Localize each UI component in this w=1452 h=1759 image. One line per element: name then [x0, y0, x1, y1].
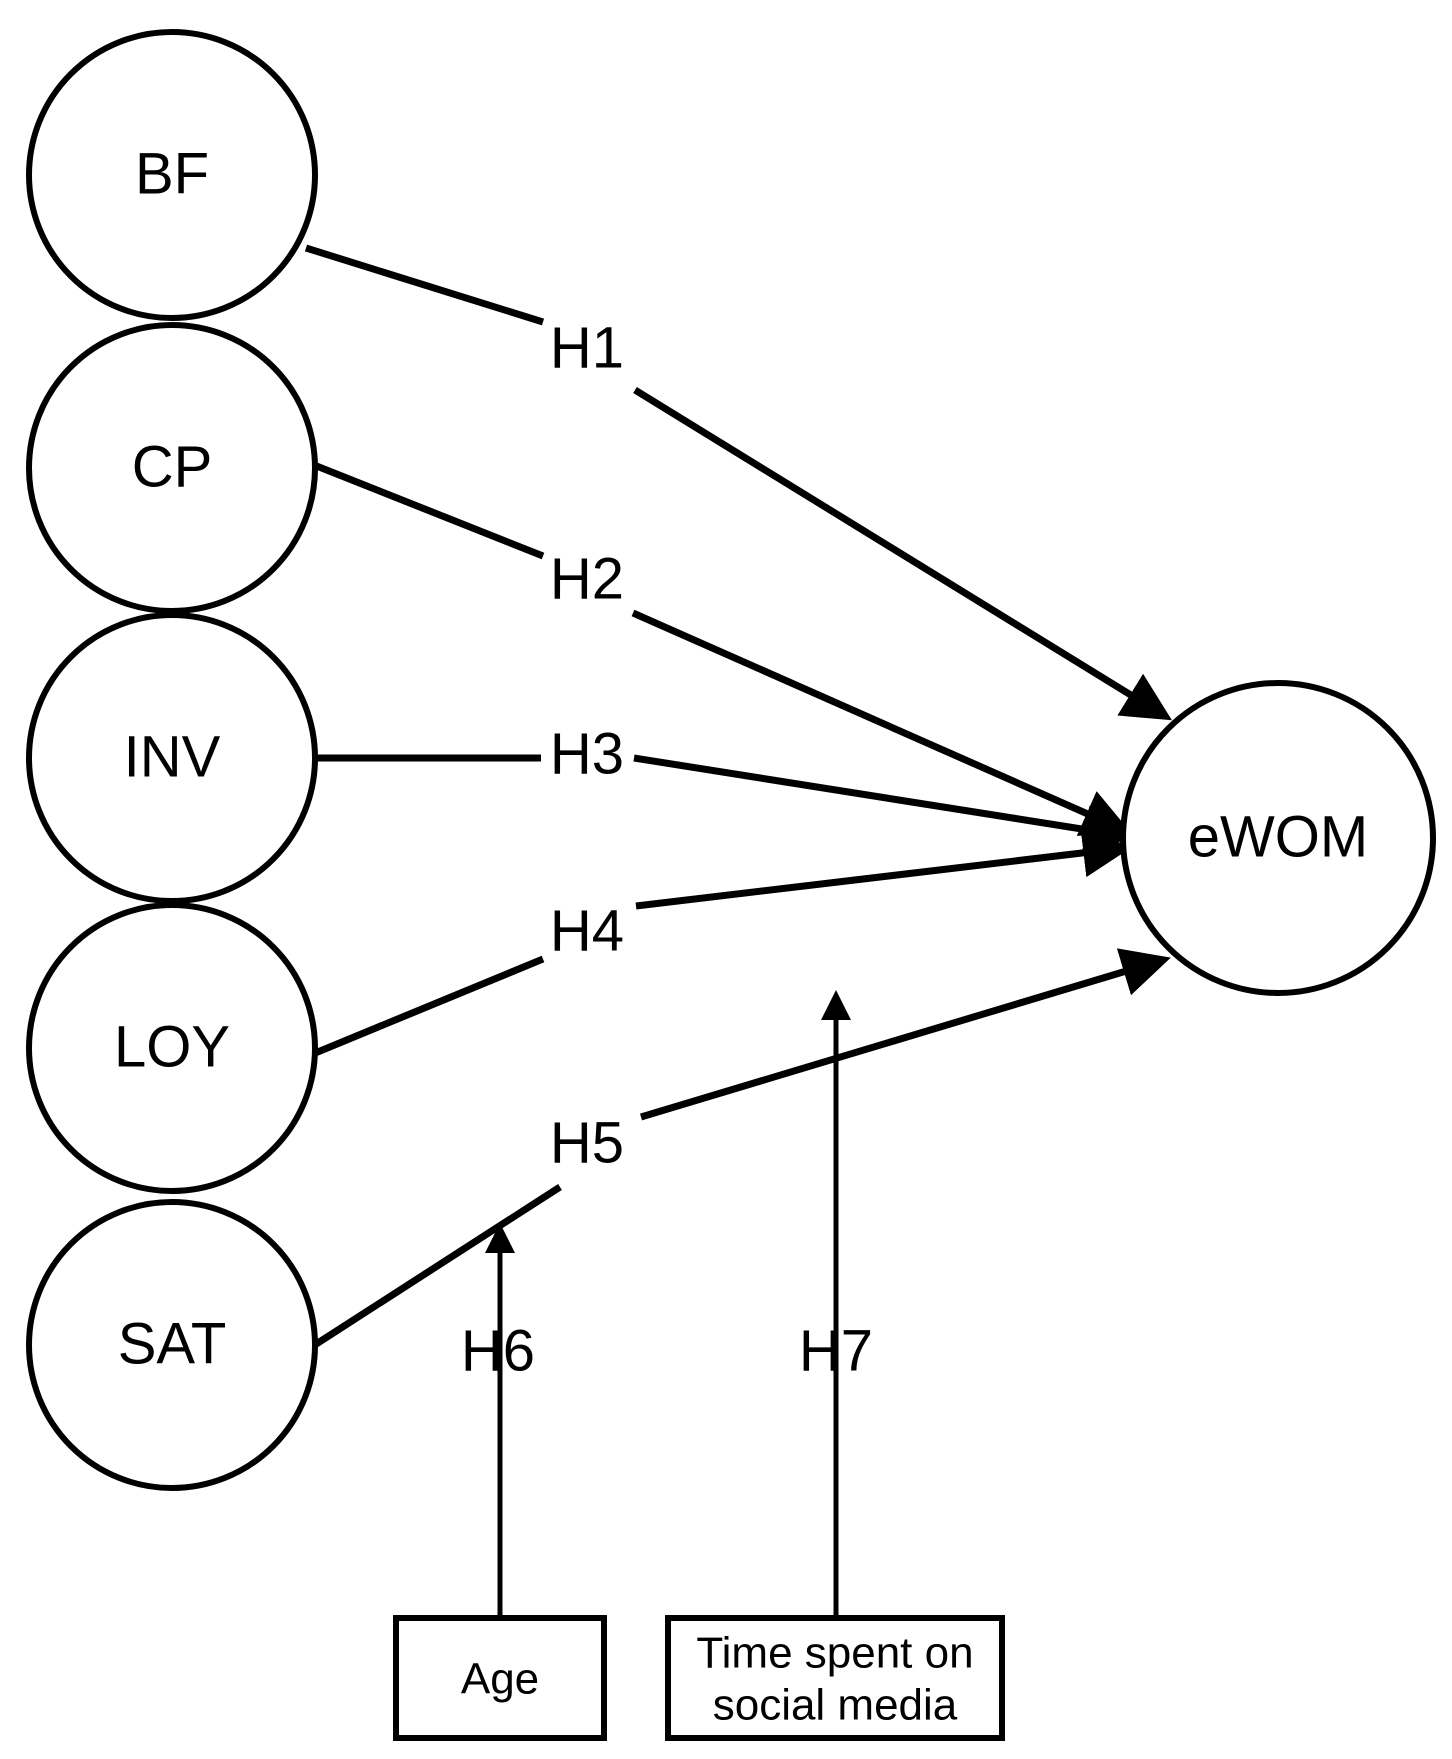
edge-h2-to-ewom-arrow [631, 609, 1132, 836]
moderator-node-age[interactable]: Age [393, 1615, 607, 1741]
node-circle-bf[interactable] [26, 29, 318, 321]
node-circle-loy[interactable] [26, 902, 318, 1194]
moderator-node-time-spent[interactable]: Time spent on social media [665, 1615, 1005, 1741]
node-label-cp: CP [132, 434, 213, 499]
predictor-node-sat[interactable]: SAT [26, 1199, 318, 1491]
predictor-node-inv[interactable]: INV [26, 612, 318, 904]
hypothesis-label-h5: H5 [550, 1110, 624, 1175]
edge-h1-to-ewom-arrow [633, 387, 1172, 721]
node-label-sat: SAT [118, 1311, 227, 1376]
node-label-age: Age [461, 1655, 539, 1704]
predictor-node-bf[interactable]: BF [26, 29, 318, 321]
node-circle-cp[interactable] [26, 322, 318, 614]
node-label-inv: INV [124, 724, 221, 789]
predictor-node-cp[interactable]: CP [26, 322, 318, 614]
node-label-ewom: eWOM [1188, 804, 1368, 869]
node-label-bf: BF [135, 141, 209, 206]
node-label-time-spent-line2: social media [713, 1681, 958, 1730]
hypothesis-label-h2: H2 [550, 546, 624, 611]
predictor-node-loy[interactable]: LOY [26, 902, 318, 1194]
node-label-loy: LOY [114, 1014, 230, 1079]
outcome-node-ewom[interactable]: eWOM [1120, 680, 1436, 996]
node-circle-sat[interactable] [26, 1199, 318, 1491]
edge-h5-to-ewom-arrow [639, 948, 1171, 1121]
moderator-connector-group [485, 990, 851, 1620]
node-circle-ewom[interactable] [1120, 680, 1436, 996]
edge-h4-to-ewom-arrow [635, 828, 1133, 910]
hypothesis-label-h3: H3 [550, 721, 624, 786]
edge-h3-to-ewom-arrow [633, 754, 1135, 854]
edge-group-left-segments [304, 244, 562, 1351]
edge-bf-to-h1-segment [304, 244, 545, 326]
node-box-age[interactable] [393, 1615, 607, 1741]
edge-cp-to-h2-segment [307, 459, 545, 560]
hypothesis-label-h7: H7 [799, 1318, 873, 1383]
node-label-time-spent-line1: Time spent on [696, 1629, 973, 1678]
hypothesis-label-group: H1 H2 H3 H4 H5 H6 H7 [461, 315, 873, 1383]
hypothesis-label-h1: H1 [550, 315, 624, 380]
edge-group-right-segments [631, 387, 1172, 1121]
node-circle-inv[interactable] [26, 612, 318, 904]
node-box-time-spent[interactable] [665, 1615, 1005, 1741]
edge-loy-to-h4-segment [306, 955, 545, 1060]
hypothesis-label-h6: H6 [461, 1318, 535, 1383]
edge-sat-to-h5-segment [308, 1184, 562, 1351]
hypothesis-label-h4: H4 [550, 898, 624, 963]
